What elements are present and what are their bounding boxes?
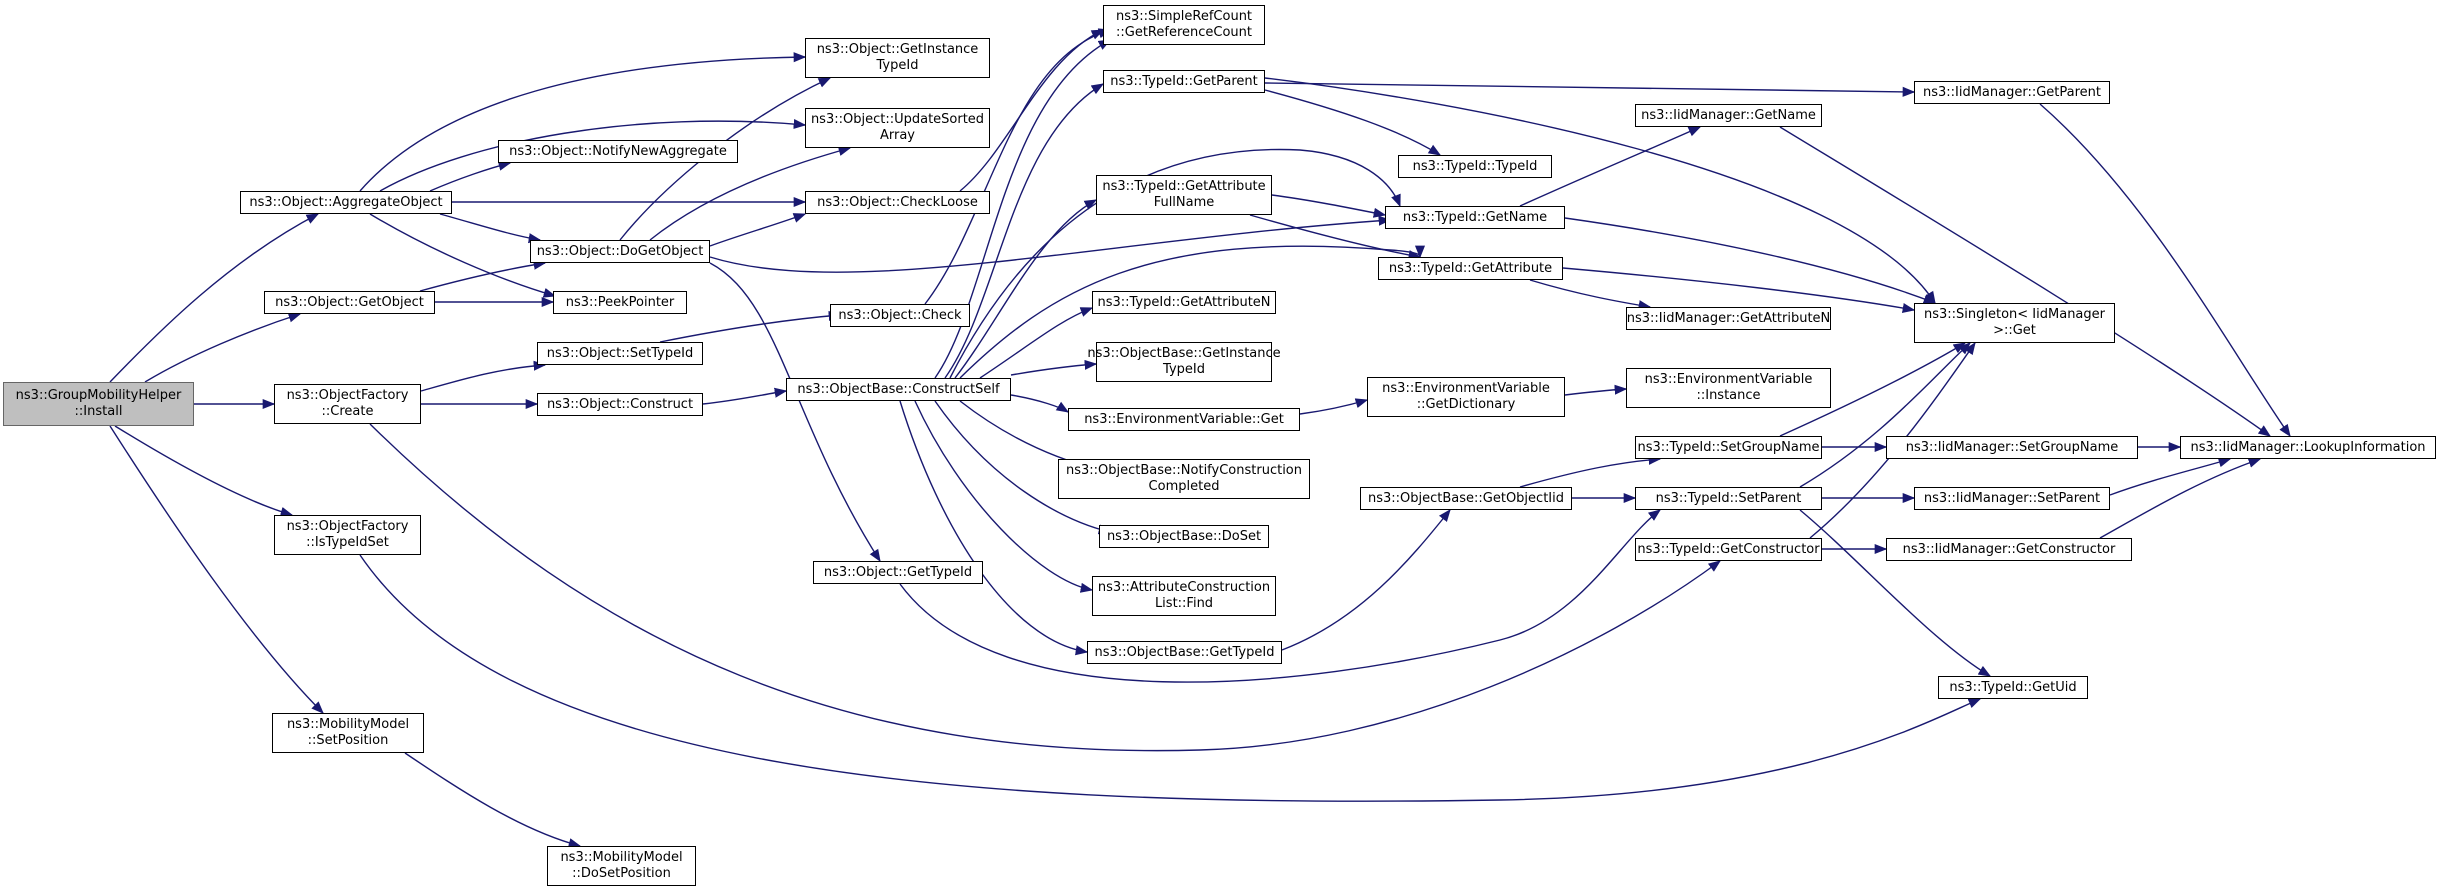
edge-install-aggregate (109, 213, 320, 383)
node-object-base-construct-self[interactable]: ns3::ObjectBase::ConstructSelf (786, 378, 1011, 401)
node-type-id-get-name[interactable]: ns3::TypeId::GetName (1385, 206, 1565, 229)
node-object-update-sorted-array[interactable]: ns3::Object::UpdateSorted Array (805, 108, 990, 148)
edge-create-settypeid (420, 360, 547, 392)
edge-iidgetname-iidlookup (1779, 126, 2272, 437)
edge-tidsetparent-tidgetuid (1799, 509, 1992, 677)
edge-construct-constructself (702, 387, 788, 405)
node-iid-manager-get-constructor[interactable]: ns3::IidManager::GetConstructor (1886, 538, 2132, 561)
edge-dogetobject-objgettypeid (709, 262, 881, 563)
node-mobility-model-do-set-position[interactable]: ns3::MobilityModel ::DoSetPosition (547, 846, 696, 886)
node-type-id-get-parent[interactable]: ns3::TypeId::GetParent (1103, 70, 1265, 93)
edge-dogetobject-updatesorted (649, 146, 852, 241)
node-type-id-type-id[interactable]: ns3::TypeId::TypeId (1398, 155, 1552, 178)
node-iid-manager-get-name[interactable]: ns3::IidManager::GetName (1635, 104, 1822, 127)
node-object-check[interactable]: ns3::Object::Check (830, 304, 970, 327)
node-iid-manager-set-group-name[interactable]: ns3::IidManager::SetGroupName (1886, 436, 2138, 459)
edge-install-istypeidset (114, 425, 294, 517)
edge-aggregate-dogetobject (439, 213, 542, 244)
node-type-id-get-attribute-n[interactable]: ns3::TypeId::GetAttributeN (1092, 291, 1276, 314)
edge-tidgetattrfull-tidgetname (1271, 194, 1387, 218)
edge-aggregate-notifynewagg (429, 160, 512, 192)
edge-tidgetattr-singleton (1562, 267, 1916, 313)
node-simple-ref-count-get-reference-count[interactable]: ns3::SimpleRefCount ::GetReferenceCount (1103, 5, 1265, 45)
edge-iidgetctor-iidlookup (2099, 457, 2262, 539)
edge-obgetobjectiid-tidsetgroup (1519, 454, 1662, 488)
edge-install-setposition (109, 425, 324, 714)
edge-tidgetparent-tidtypeid (1264, 89, 1442, 156)
edge-objgettypeid-tidsetparent (899, 509, 1662, 683)
node-type-id-get-attribute-full-name[interactable]: ns3::TypeId::GetAttribute FullName (1096, 175, 1272, 215)
edge-aggregate-updatesorted (379, 118, 807, 192)
edge-envget-envgetdict (1299, 398, 1369, 415)
edge-aggregate-getinstancetypeid (359, 52, 807, 192)
edge-iidsetparent-iidlookup (2109, 457, 2232, 496)
edge-tidgetname-iidgetname (1519, 126, 1702, 207)
node-object-notify-new-aggregate[interactable]: ns3::Object::NotifyNewAggregate (498, 140, 738, 163)
edge-cs-obgetinstance (1010, 359, 1098, 376)
edge-install-getobject (144, 312, 302, 383)
node-object-check-loose[interactable]: ns3::Object::CheckLoose (805, 191, 990, 214)
edge-aggregate-peekpointer (369, 213, 557, 298)
node-type-id-set-group-name[interactable]: ns3::TypeId::SetGroupName (1635, 436, 1822, 459)
node-iid-manager-get-parent[interactable]: ns3::IidManager::GetParent (1914, 81, 2110, 104)
edge-settypeid-check (659, 310, 842, 343)
node-type-id-get-constructor[interactable]: ns3::TypeId::GetConstructor (1635, 538, 1822, 561)
edge-cs-simpleref (934, 39, 1112, 379)
edge-cs-acfind (914, 400, 1094, 593)
node-attribute-construction-list-find[interactable]: ns3::AttributeConstruction List::Find (1092, 576, 1276, 616)
node-object-get-object[interactable]: ns3::Object::GetObject (264, 291, 435, 314)
edge-create-tidgetctor (369, 423, 1722, 752)
edge-cs-tidgetattrfull (954, 199, 1098, 379)
edge-iidgetparent-iidlookup (2039, 103, 2291, 438)
edge-cs-obdoset (934, 400, 1112, 535)
edge-cs-tidgetname (949, 148, 1401, 379)
edge-dogetobject-checkloose (709, 213, 807, 247)
node-iid-manager-set-parent[interactable]: ns3::IidManager::SetParent (1914, 487, 2110, 510)
node-environment-variable-get[interactable]: ns3::EnvironmentVariable::Get (1068, 408, 1300, 431)
node-object-base-notify-construction-completed[interactable]: ns3::ObjectBase::NotifyConstruction Comp… (1058, 459, 1310, 499)
node-object-factory-is-type-id-set[interactable]: ns3::ObjectFactory ::IsTypeIdSet (274, 515, 421, 555)
node-object-get-instance-type-id[interactable]: ns3::Object::GetInstance TypeId (805, 38, 990, 78)
edge-dogetobject-tidgetname (709, 215, 1392, 273)
node-object-base-get-instance-type-id[interactable]: ns3::ObjectBase::GetInstance TypeId (1087, 342, 1281, 382)
node-environment-variable-get-dictionary[interactable]: ns3::EnvironmentVariable ::GetDictionary (1367, 377, 1565, 417)
edge-tidgetattr-iidgetattrn (1529, 279, 1652, 311)
edge-cs-envget (1010, 394, 1070, 413)
node-iid-manager-get-attribute-n[interactable]: ns3::IidManager::GetAttributeN (1626, 307, 1831, 330)
edge-getobject-dogetobject (419, 259, 547, 292)
edge-istypeidset-tidgetuid (359, 554, 1982, 802)
edge-cs-tidgetattrn (979, 307, 1094, 379)
edge-cs-tidgetparent (944, 83, 1105, 379)
node-object-base-get-object-iid[interactable]: ns3::ObjectBase::GetObjectIid (1360, 487, 1572, 510)
edge-envgetdict-envinstance (1564, 384, 1628, 396)
node-object-do-get-object[interactable]: ns3::Object::DoGetObject (530, 240, 710, 263)
edge-setposition-dosetposition (404, 752, 582, 848)
node-type-id-set-parent[interactable]: ns3::TypeId::SetParent (1635, 487, 1822, 510)
edge-tidsetgroup-singleton (1779, 342, 1967, 437)
node-type-id-get-uid[interactable]: ns3::TypeId::GetUid (1938, 676, 2088, 699)
edge-tidgetattrfull-tidgetattr (1249, 214, 1422, 261)
edge-tidgetparent-iidgetparent (1264, 82, 1916, 97)
edge-tidgetname-singleton (1564, 217, 1937, 304)
node-object-base-get-type-id[interactable]: ns3::ObjectBase::GetTypeId (1087, 641, 1282, 664)
edge-tidsetparent-singleton (1799, 342, 1971, 488)
node-mobility-model-set-position[interactable]: ns3::MobilityModel ::SetPosition (272, 713, 424, 753)
node-object-get-type-id[interactable]: ns3::Object::GetTypeId (813, 561, 983, 584)
node-object-construct[interactable]: ns3::Object::Construct (537, 393, 703, 416)
edge-tidgetparent-singleton (1264, 77, 1936, 305)
node-group-mobility-helper-install[interactable]: ns3::GroupMobilityHelper ::Install (3, 382, 194, 426)
node-object-set-type-id[interactable]: ns3::Object::SetTypeId (537, 342, 703, 365)
node-object-aggregate-object[interactable]: ns3::Object::AggregateObject (240, 191, 452, 214)
node-type-id-get-attribute[interactable]: ns3::TypeId::GetAttribute (1378, 257, 1563, 280)
node-singleton-iid-manager-get[interactable]: ns3::Singleton< IidManager >::Get (1914, 303, 2115, 343)
node-object-factory-create[interactable]: ns3::ObjectFactory ::Create (274, 384, 421, 424)
edge-obgettypeid-obgetobjectiid (1281, 509, 1451, 651)
node-object-base-do-set[interactable]: ns3::ObjectBase::DoSet (1099, 525, 1269, 548)
edge-check-simpleref (924, 28, 1112, 305)
node-iid-manager-lookup-information[interactable]: ns3::IidManager::LookupInformation (2180, 436, 2436, 459)
node-environment-variable-instance[interactable]: ns3::EnvironmentVariable ::Instance (1626, 368, 1831, 408)
node-peek-pointer[interactable]: ns3::PeekPointer (553, 291, 687, 314)
